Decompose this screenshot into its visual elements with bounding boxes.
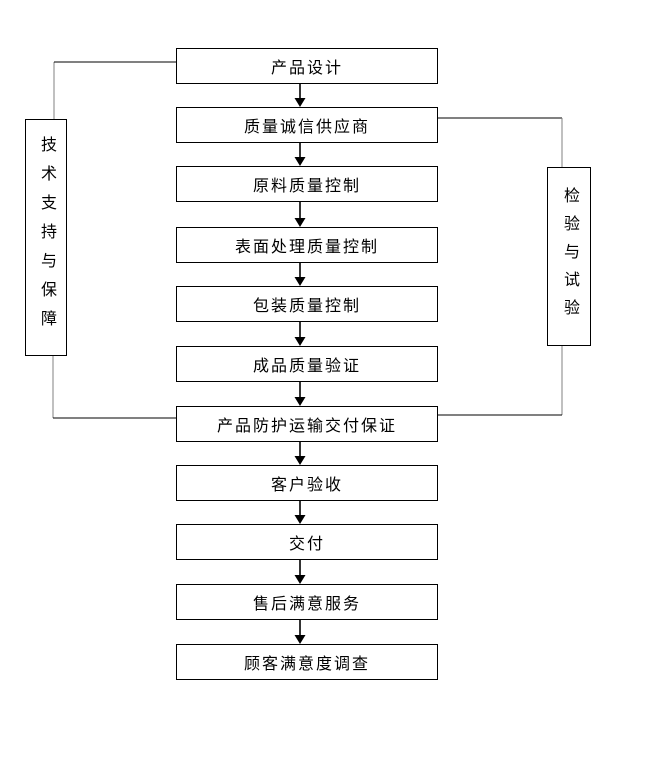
flow-step-quality-integrity-supplier: 质量诚信供应商 — [176, 107, 438, 143]
flow-step-surface-treatment-quality-control: 表面处理质量控制 — [176, 227, 438, 263]
arrow-down-icon — [294, 202, 306, 227]
side-box-inspection-and-testing: 检验与试验 — [547, 167, 591, 346]
arrow-down-icon — [294, 620, 306, 644]
arrow-down-icon — [294, 382, 306, 406]
arrow-down-icon — [294, 84, 306, 107]
side-box-technical-support-guarantee: 技术支持与保障 — [25, 119, 67, 356]
connector-right-bottom — [438, 346, 563, 416]
connector-right-top — [438, 117, 563, 167]
flow-step-customer-acceptance: 客户验收 — [176, 465, 438, 501]
arrow-down-icon — [294, 442, 306, 465]
connector-left-bottom — [52, 356, 176, 419]
flow-step-packaging-quality-control: 包装质量控制 — [176, 286, 438, 322]
flow-step-product-design: 产品设计 — [176, 48, 438, 84]
arrow-down-icon — [294, 143, 306, 166]
arrow-down-icon — [294, 560, 306, 584]
flow-step-customer-satisfaction-survey: 顾客满意度调查 — [176, 644, 438, 680]
flow-step-after-sales-satisfaction-service: 售后满意服务 — [176, 584, 438, 620]
flow-step-delivery: 交付 — [176, 524, 438, 560]
arrow-down-icon — [294, 501, 306, 524]
flow-step-protection-transport-delivery-guarantee: 产品防护运输交付保证 — [176, 406, 438, 442]
flow-step-raw-material-quality-control: 原料质量控制 — [176, 166, 438, 202]
connector-left-top — [53, 61, 176, 119]
arrow-down-icon — [294, 322, 306, 346]
arrow-down-icon — [294, 263, 306, 286]
flow-step-finished-product-verification: 成品质量验证 — [176, 346, 438, 382]
